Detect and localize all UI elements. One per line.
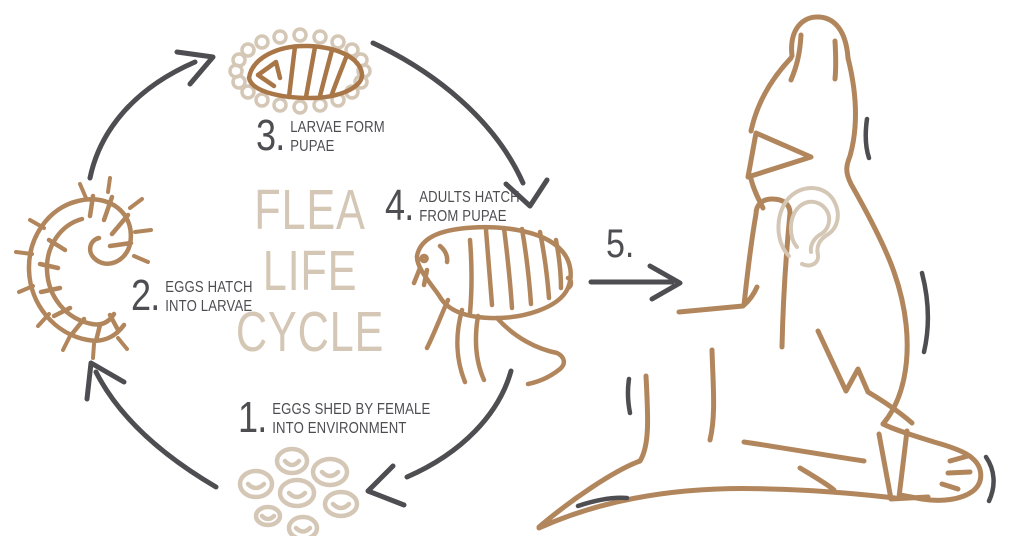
- larva-body-outline: [26, 197, 134, 343]
- egg-cluster-illustration: [237, 446, 360, 536]
- dog-ear-inner-icon: [776, 186, 840, 268]
- stage-1-line-2: INTO ENVIRONMENT: [272, 419, 407, 437]
- pupa-flea-embryo: [246, 43, 365, 101]
- arrow-to-host-icon: [588, 263, 683, 302]
- flea-legs: [411, 265, 567, 387]
- dog-body-outline: [536, 55, 910, 531]
- larva-segment-lines: [37, 193, 134, 344]
- title-line-2: LIFE: [262, 239, 358, 303]
- arrow-adults-to-eggs-icon: [365, 368, 514, 508]
- stage-2-line-1: EGGS HATCH: [165, 279, 253, 296]
- stage-2-number: 2.: [131, 271, 160, 320]
- dog-host-illustration: [536, 14, 984, 531]
- stage-2-text: EGGS HATCH INTO LARVAE: [165, 276, 252, 317]
- stage-4-label: 4. ADULTS HATCH FROM PUPAE: [385, 181, 520, 230]
- larva-illustration: [14, 176, 153, 360]
- stage-3-label: 3. LARVAE FORM PUPAE: [256, 111, 385, 160]
- stage-4-line-2: FROM PUPAE: [419, 207, 507, 225]
- stage-1-text: EGGS SHED BY FEMALE INTO ENVIRONMENT: [272, 398, 430, 439]
- flea-body-stripes: [437, 225, 574, 316]
- stage-1-line-1: EGGS SHED BY FEMALE: [272, 401, 431, 418]
- pupa-cocoon-illustration: [228, 27, 372, 115]
- title-line-1: FLEA: [254, 178, 366, 242]
- stage-1-number: 1.: [238, 393, 267, 442]
- arrow-pupae-to-adults-icon: [370, 40, 550, 209]
- cycle-arrows: [84, 40, 683, 508]
- egg-shapes: [237, 446, 360, 536]
- stage-3-line-1: LARVAE FORM: [290, 119, 385, 136]
- stage-2-label: 2. EGGS HATCH INTO LARVAE: [131, 271, 253, 320]
- stage-4-line-1: ADULTS HATCH: [419, 189, 520, 206]
- motion-dash-marks: [575, 116, 996, 509]
- stage-2-line-2: INTO LARVAE: [165, 297, 253, 315]
- stage-3-text: LARVAE FORM PUPAE: [290, 116, 385, 157]
- dog-hind-leg: [815, 328, 984, 503]
- dog-head-outline: [745, 14, 851, 211]
- stage-5-number: 5.: [606, 222, 635, 266]
- arrow-eggs-to-larvae-icon: [84, 360, 219, 490]
- egg-smile-marks: [245, 458, 352, 534]
- stage-1-label: 1. EGGS SHED BY FEMALE INTO ENVIRONMENT: [238, 393, 430, 442]
- pupa-bumpy-ring: [228, 27, 372, 115]
- stage-4-number: 4.: [385, 181, 414, 230]
- stage-3-number: 3.: [256, 111, 285, 160]
- stage-3-line-2: PUPAE: [290, 137, 335, 155]
- arrow-larvae-to-pupae-icon: [87, 49, 216, 181]
- stage-4-text: ADULTS HATCH FROM PUPAE: [419, 186, 520, 227]
- larva-bristles: [14, 176, 153, 360]
- title-line-3: CYCLE: [235, 300, 385, 364]
- adult-flea-illustration: [411, 225, 574, 387]
- diagram-title: FLEA LIFE CYCLE: [196, 180, 424, 363]
